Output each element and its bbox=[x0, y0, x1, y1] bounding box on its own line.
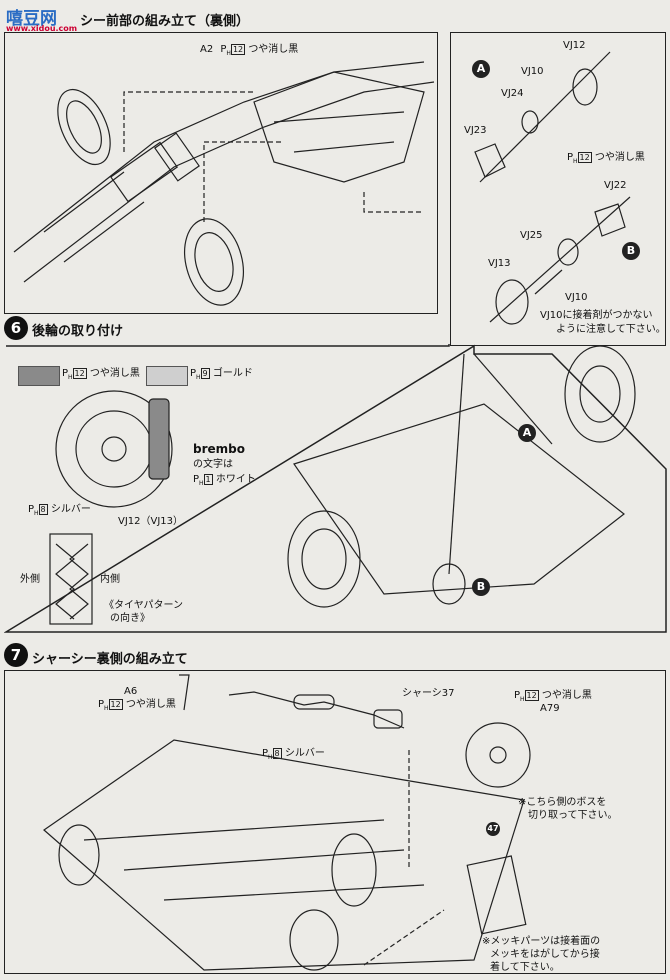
step6-ref-a: A bbox=[518, 424, 536, 442]
site-logo-text: 嘻豆网 bbox=[6, 9, 57, 29]
part-47-badge: 47 bbox=[486, 822, 500, 836]
site-url: www.xidou.com bbox=[6, 24, 78, 33]
legend-swatch-black bbox=[18, 366, 60, 386]
label-vj24: VJ24 bbox=[501, 88, 524, 99]
chassis-underside-diagram bbox=[43, 674, 531, 971]
silver-paint-code: 8 bbox=[38, 504, 48, 515]
legend-gold-name: ゴールド bbox=[212, 368, 253, 379]
brembo-word: brembo bbox=[193, 442, 245, 456]
front-chassis-diagram bbox=[13, 61, 435, 306]
label-vj13: VJ13 bbox=[488, 258, 511, 269]
tire-pattern-line2: の向き》 bbox=[110, 613, 150, 624]
section-top-title: シー前部の組み立て（裏側） bbox=[80, 14, 250, 29]
inset-ref-b: B bbox=[622, 242, 640, 260]
plating-note-line3: 着して下さい。 bbox=[490, 962, 560, 973]
step6-frame bbox=[4, 344, 667, 633]
boss-note-line2: 切り取って下さい。 bbox=[528, 810, 618, 821]
silver-paint-name: シルバー bbox=[50, 504, 91, 515]
plating-note-line1: ※メッキパーツは接着面の bbox=[482, 936, 601, 947]
top-diagram-frame bbox=[4, 32, 438, 314]
step7-silver-code: 8 bbox=[272, 748, 282, 759]
white-paint-name: ホワイト bbox=[215, 474, 256, 485]
label-vj10-top: VJ10 bbox=[521, 66, 544, 77]
label-vj25: VJ25 bbox=[520, 230, 543, 241]
inset-frame bbox=[450, 32, 666, 346]
a6-paint-code: 12 bbox=[108, 699, 123, 710]
step6-ref-b: B bbox=[472, 578, 490, 596]
step7-number: 7 bbox=[4, 643, 28, 667]
white-paint-code: 1 bbox=[203, 474, 213, 485]
legend-gold-code: 9 bbox=[200, 368, 210, 379]
a79-paint-code: 12 bbox=[524, 690, 539, 701]
brake-assembly-diagram bbox=[474, 51, 631, 325]
inset-paint-name: つや消し黒 bbox=[594, 152, 645, 163]
site-logo: 嘻豆网 www.xidou.com bbox=[6, 4, 78, 34]
boss-note-line1: ※こちら側のボスを bbox=[518, 797, 607, 808]
step6-title: 後輪の取り付け bbox=[32, 324, 124, 339]
step6-number: 6 bbox=[4, 316, 28, 340]
inset-ref-a: A bbox=[472, 60, 490, 78]
disc-label: VJ12（VJ13） bbox=[118, 516, 184, 527]
a79-paint-name: つや消し黒 bbox=[541, 690, 592, 701]
legend-black-name: つや消し黒 bbox=[89, 368, 140, 379]
inset-note-line1: VJ10に接着剤がつかない bbox=[540, 310, 653, 321]
inset-paint-code: 12 bbox=[577, 152, 592, 163]
inset-note-line2: ように注意して下さい。 bbox=[556, 324, 666, 335]
step7-frame bbox=[4, 670, 666, 974]
a79-part: A79 bbox=[540, 703, 560, 714]
a2-paint-code: 12 bbox=[230, 44, 246, 55]
label-vj22: VJ22 bbox=[604, 180, 627, 191]
a6-part: A6 bbox=[124, 686, 138, 697]
legend-black-code: 12 bbox=[72, 368, 87, 379]
a2-part: A2 bbox=[200, 44, 214, 55]
brembo-note: の文字は bbox=[193, 459, 233, 470]
chassis-label: シャーシ37 bbox=[402, 688, 455, 699]
legend-swatch-gold bbox=[146, 366, 188, 386]
step7-silver-name: シルバー bbox=[284, 748, 325, 759]
label-vj12: VJ12 bbox=[563, 40, 586, 51]
tire-inner-label: 内側 bbox=[100, 574, 120, 585]
step7-title: シャーシー裏側の組み立て bbox=[32, 652, 188, 667]
tire-pattern-line1: 《タイヤパターン bbox=[104, 600, 183, 611]
label-vj23: VJ23 bbox=[464, 125, 487, 136]
tire-outer-label: 外側 bbox=[20, 574, 40, 585]
label-vj10-bottom: VJ10 bbox=[565, 292, 588, 303]
a2-paint-name: つや消し黒 bbox=[248, 44, 299, 55]
plating-note-line2: メッキをはがしてから接 bbox=[490, 949, 600, 960]
a6-paint-name: つや消し黒 bbox=[125, 699, 176, 710]
